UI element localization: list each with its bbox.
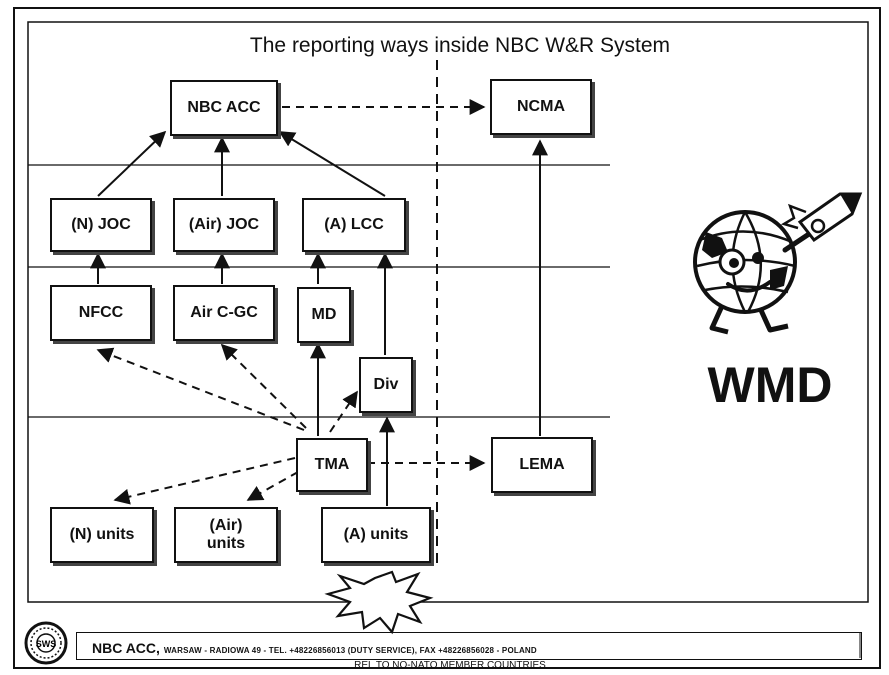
node-lema: LEMA — [491, 437, 593, 493]
node-nbc-acc: NBC ACC — [170, 80, 278, 136]
diagram-title: The reporting ways inside NBC W&R System — [249, 34, 671, 57]
footer-address: WARSAW - RADIOWA 49 - TEL. +48226856013 … — [163, 646, 537, 655]
node-md: MD — [297, 287, 351, 343]
node-div: Div — [359, 357, 413, 413]
arrow-tma-to-div-dashed — [329, 390, 358, 433]
arrow-tma-to-nunits-dashed — [113, 457, 296, 505]
node-a-lcc: (A) LCC — [302, 198, 406, 252]
footer-org: NBC ACC, — [92, 640, 160, 656]
arrow-alcc-to-nbcacc — [278, 131, 386, 197]
node-n-units: (N) units — [50, 507, 154, 563]
sws-logo: SWS — [24, 621, 68, 665]
arrow-tma-to-airunits-dashed — [246, 471, 299, 501]
arrow-tma-to-nfcc-dashed — [96, 347, 305, 431]
footer-org-line: NBC ACC, WARSAW - RADIOWA 49 - TEL. +482… — [92, 640, 537, 656]
explosion-icon — [324, 570, 434, 635]
node-n-joc: (N) JOC — [50, 198, 152, 252]
arrow-njoc-to-nbcacc — [97, 130, 167, 197]
footer-bar — [76, 632, 862, 660]
node-ncma: NCMA — [490, 79, 592, 135]
node-nfcc: NFCC — [50, 285, 152, 341]
node-air-cgc: Air C-GC — [173, 285, 275, 341]
node-a-units: (A) units — [321, 507, 431, 563]
node-tma: TMA — [296, 438, 368, 492]
diagram-panel — [27, 21, 869, 603]
slide-frame — [13, 7, 881, 669]
footer-release-note: REL TO NO-NATO MEMBER COUNTRIES — [354, 660, 546, 671]
node-air-units: (Air) units — [174, 507, 278, 563]
wmd-mascot-icon — [693, 192, 863, 335]
node-air-joc: (Air) JOC — [173, 198, 275, 252]
wmd-caption: WMD — [707, 357, 833, 413]
logo-lettering: SWS — [36, 639, 57, 649]
arrow-tma-to-aircgc-dashed — [220, 343, 307, 429]
